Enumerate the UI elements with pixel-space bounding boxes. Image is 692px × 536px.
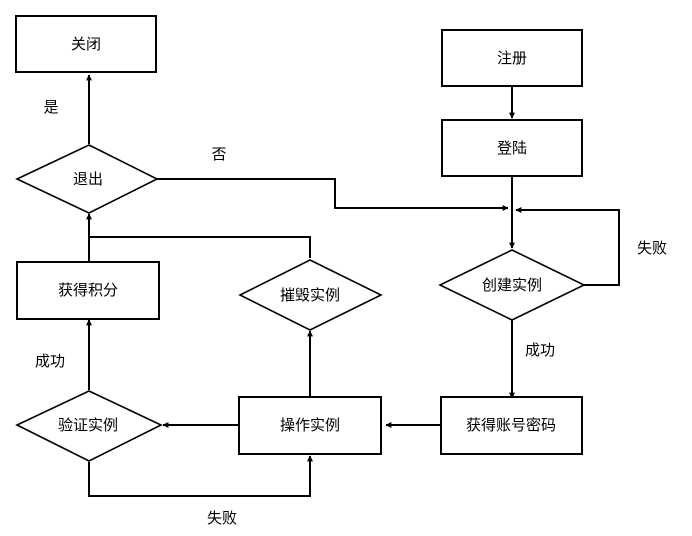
node-get-points-label: 获得积分 (58, 281, 118, 299)
node-verify-instance: 验证实例 (15, 390, 163, 462)
edge-verify-fail (88, 455, 313, 497)
edge-label-create-success: 成功 (525, 341, 555, 359)
node-destroy-instance-label: 摧毁实例 (280, 286, 340, 304)
node-login-label: 登陆 (497, 139, 527, 157)
edge-create-fail-loop (515, 207, 620, 286)
node-get-credentials: 获得账号密码 (440, 396, 583, 455)
edge-label-verify-success: 成功 (35, 352, 65, 370)
node-destroy-instance: 摧毁实例 (238, 259, 383, 331)
node-get-points: 获得积分 (16, 261, 160, 320)
edge-label-verify-fail: 失败 (207, 509, 237, 527)
node-close: 关闭 (15, 15, 157, 73)
edge-label-exit-yes: 是 (43, 98, 58, 116)
edge-destroy-exit (89, 236, 311, 258)
edge-label-create-fail: 失败 (637, 239, 667, 257)
node-verify-instance-label: 验证实例 (58, 416, 118, 434)
node-register: 注册 (441, 29, 583, 87)
node-exit-label: 退出 (73, 170, 103, 188)
node-operate-instance-label: 操作实例 (280, 416, 340, 434)
node-login: 登陆 (441, 119, 583, 177)
node-operate-instance: 操作实例 (238, 396, 382, 455)
node-close-label: 关闭 (71, 35, 101, 53)
node-get-credentials-label: 获得账号密码 (466, 416, 556, 434)
node-exit: 退出 (15, 144, 159, 214)
node-create-instance: 创建实例 (438, 249, 586, 321)
edge-label-exit-no: 否 (211, 145, 226, 163)
node-register-label: 注册 (497, 49, 527, 67)
edge-exit-no (157, 178, 509, 211)
node-create-instance-label: 创建实例 (482, 276, 542, 294)
